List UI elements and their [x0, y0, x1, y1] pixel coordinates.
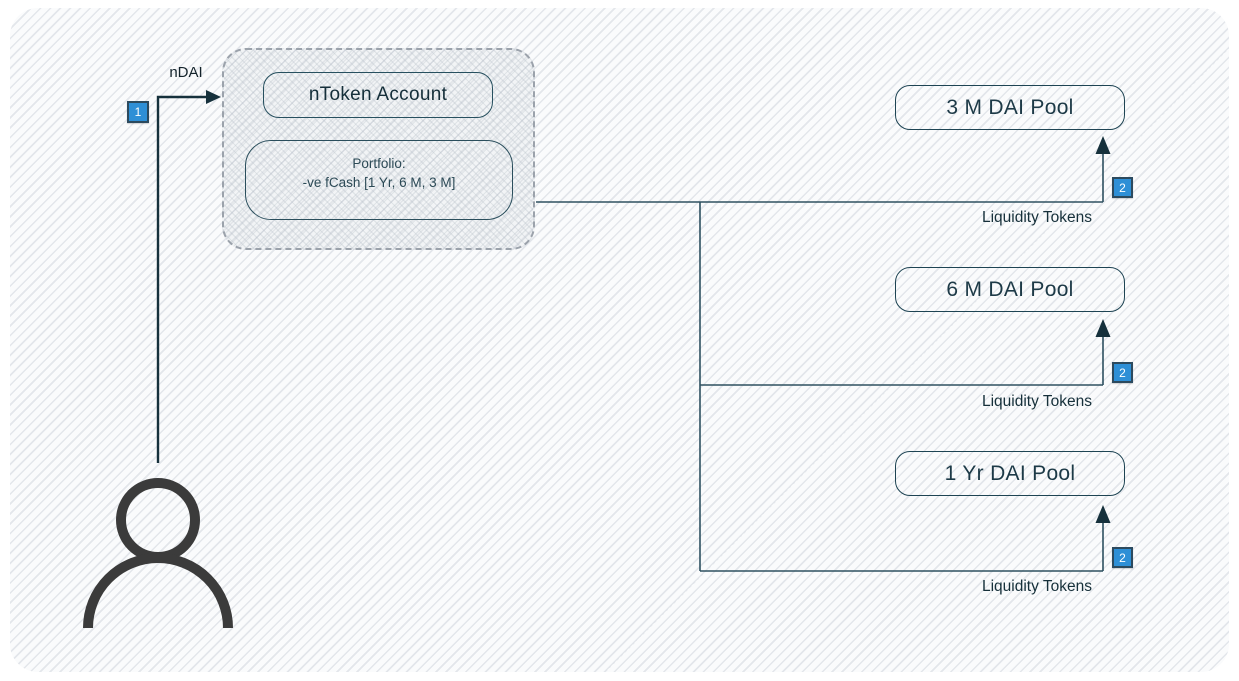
step-2-badge-6m: 2 [1112, 362, 1133, 383]
liquidity-tokens-label-1yr: Liquidity Tokens [981, 578, 1092, 595]
ntoken-account-node: nToken Account [263, 72, 493, 118]
portfolio-title: Portfolio: [352, 156, 406, 171]
pool-node-1yr: 1 Yr DAI Pool [895, 451, 1125, 496]
step-1-badge: 1 [127, 101, 149, 123]
liquidity-tokens-label-3m: Liquidity Tokens [981, 209, 1092, 226]
step-2-badge-1yr: 2 [1112, 547, 1133, 568]
portfolio-contents: -ve fCash [1 Yr, 6 M, 3 M] [302, 175, 456, 190]
ntoken-container [222, 48, 535, 250]
pool-node-3m: 3 M DAI Pool [895, 85, 1125, 130]
ntoken-portfolio-node: Portfolio: -ve fCash [1 Yr, 6 M, 3 M] [245, 140, 513, 220]
deposit-edge-label: nDAI [169, 64, 203, 81]
step-2-badge-3m: 2 [1112, 177, 1133, 198]
liquidity-tokens-label-6m: Liquidity Tokens [981, 393, 1092, 410]
pool-node-6m: 6 M DAI Pool [895, 267, 1125, 312]
